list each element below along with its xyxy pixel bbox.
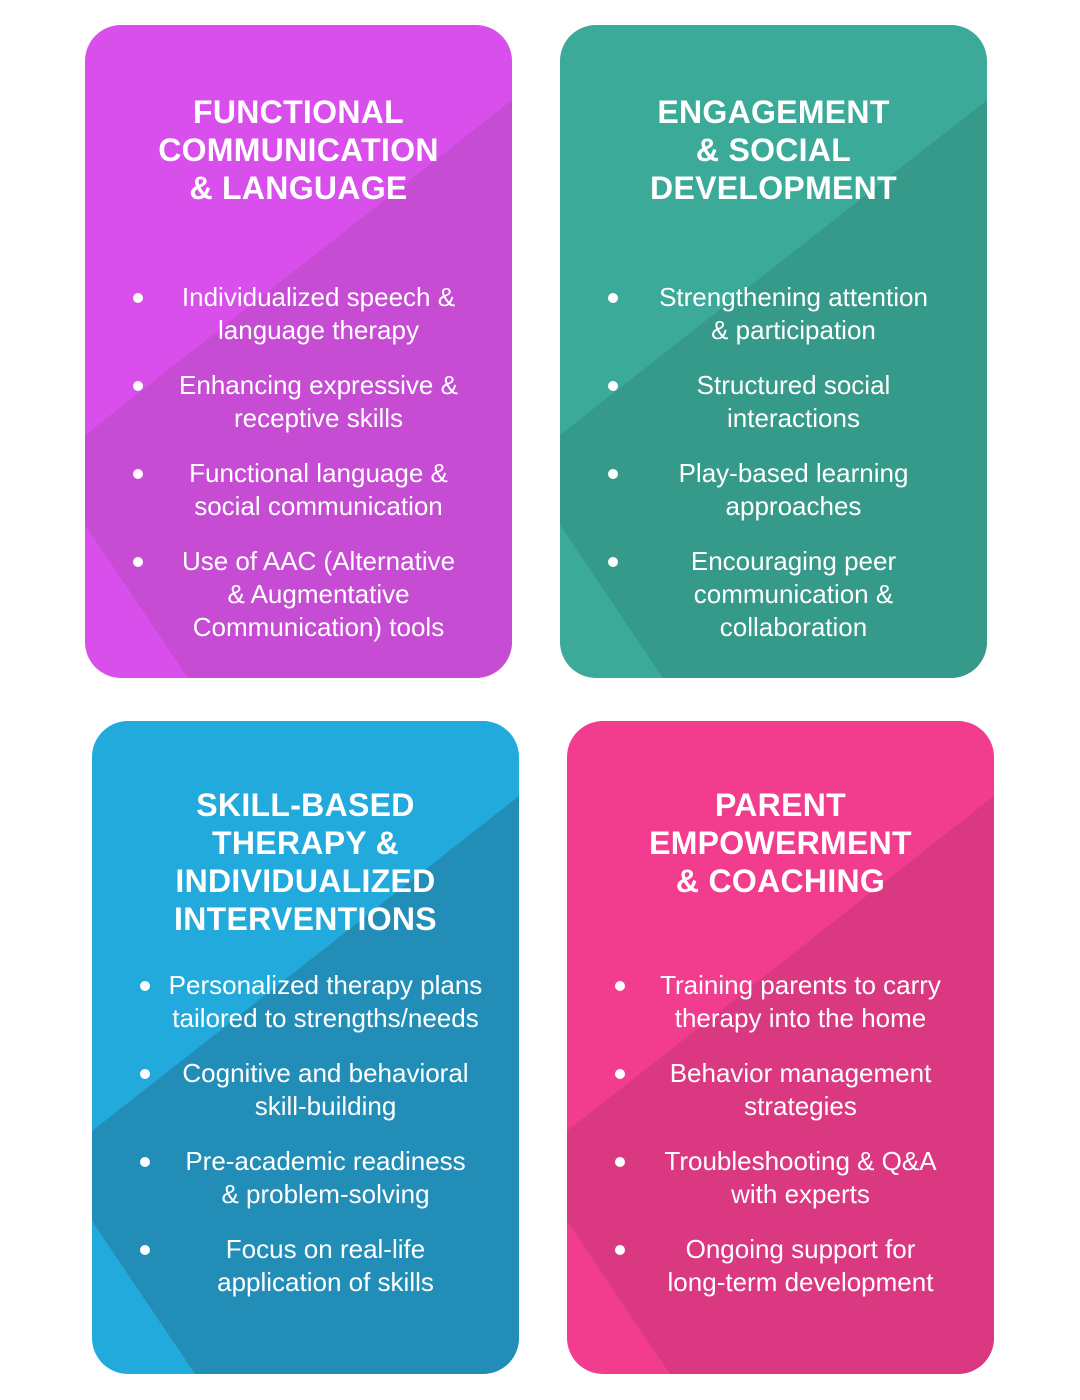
list-item: Pre-academic readiness & problem-solving — [92, 1145, 519, 1211]
list-item-text: Personalized therapy plans tailored to s… — [168, 970, 483, 1033]
bullet-list: Training parents to carry therapy into t… — [567, 969, 994, 1321]
bullet-icon — [133, 469, 143, 479]
bullet-icon — [133, 557, 143, 567]
card-background — [85, 25, 512, 678]
list-item: Training parents to carry therapy into t… — [567, 969, 994, 1035]
list-item-text: Behavior management strategies — [669, 1058, 932, 1121]
list-item: Personalized therapy plans tailored to s… — [92, 969, 519, 1035]
bullet-icon — [140, 981, 150, 991]
card-title: SKILL-BASED THERAPY & INDIVIDUALIZED INT… — [174, 787, 437, 937]
list-item-text: Enhancing expressive & receptive skills — [179, 370, 458, 433]
list-item-text: Ongoing support for long-term developmen… — [667, 1234, 934, 1297]
list-item-text: Strengthening attention & participation — [659, 282, 928, 345]
card-background — [92, 721, 519, 1374]
bullet-icon — [615, 1069, 625, 1079]
list-item-text: Individualized speech & language therapy — [181, 282, 456, 345]
bullet-icon — [615, 981, 625, 991]
engagement-social-card: ENGAGEMENT & SOCIAL DEVELOPMENT Strengthe… — [560, 25, 987, 678]
bullet-icon — [615, 1245, 625, 1255]
bullet-list: Personalized therapy plans tailored to s… — [92, 969, 519, 1321]
list-item-text: Encouraging peer communication & collabo… — [690, 546, 897, 642]
list-item-text: Functional language & social communicati… — [189, 458, 448, 521]
bullet-icon — [608, 293, 618, 303]
list-item-text: Training parents to carry therapy into t… — [660, 970, 941, 1033]
list-item: Encouraging peer communication & collabo… — [560, 545, 987, 644]
bullet-list: Individualized speech & language therapy… — [85, 281, 512, 666]
list-item: Use of AAC (Alternative & Augmentative C… — [85, 545, 512, 644]
list-item: Focus on real-life application of skills — [92, 1233, 519, 1299]
list-item: Cognitive and behavioral skill-building — [92, 1057, 519, 1123]
bullet-icon — [608, 557, 618, 567]
list-item: Play-based learning approaches — [560, 457, 987, 523]
list-item: Enhancing expressive & receptive skills — [85, 369, 512, 435]
bullet-icon — [140, 1069, 150, 1079]
list-item: Structured social interactions — [560, 369, 987, 435]
list-item-text: Pre-academic readiness & problem-solving — [185, 1146, 466, 1209]
bullet-icon — [608, 469, 618, 479]
list-item-text: Use of AAC (Alternative & Augmentative C… — [181, 546, 456, 642]
card-title: ENGAGEMENT & SOCIAL DEVELOPMENT — [650, 94, 897, 206]
list-item: Ongoing support for long-term developmen… — [567, 1233, 994, 1299]
list-item-text: Focus on real-life application of skills — [217, 1234, 434, 1297]
functional-communication-card: FUNCTIONAL COMMUNICATION & LANGUAGE Indiv… — [85, 25, 512, 678]
list-item: Behavior management strategies — [567, 1057, 994, 1123]
bullet-icon — [615, 1157, 625, 1167]
bullet-icon — [608, 381, 618, 391]
bullet-icon — [133, 293, 143, 303]
parent-empowerment-card: PARENT EMPOWERMENT & COACHING Training pa… — [567, 721, 994, 1374]
bullet-icon — [140, 1157, 150, 1167]
list-item: Functional language & social communicati… — [85, 457, 512, 523]
skill-based-therapy-card: SKILL-BASED THERAPY & INDIVIDUALIZED INT… — [92, 721, 519, 1374]
card-title: FUNCTIONAL COMMUNICATION & LANGUAGE — [158, 94, 439, 206]
list-item-text: Play-based learning approaches — [678, 458, 909, 521]
list-item: Troubleshooting & Q&A with experts — [567, 1145, 994, 1211]
card-background — [560, 25, 987, 678]
list-item-text: Troubleshooting & Q&A with experts — [664, 1146, 937, 1209]
bullet-icon — [133, 381, 143, 391]
list-item-text: Structured social interactions — [696, 370, 891, 433]
list-item: Strengthening attention & participation — [560, 281, 987, 347]
list-item-text: Cognitive and behavioral skill-building — [182, 1058, 469, 1121]
card-title: PARENT EMPOWERMENT & COACHING — [649, 787, 912, 899]
card-background — [567, 721, 994, 1374]
bullet-icon — [140, 1245, 150, 1255]
list-item: Individualized speech & language therapy — [85, 281, 512, 347]
